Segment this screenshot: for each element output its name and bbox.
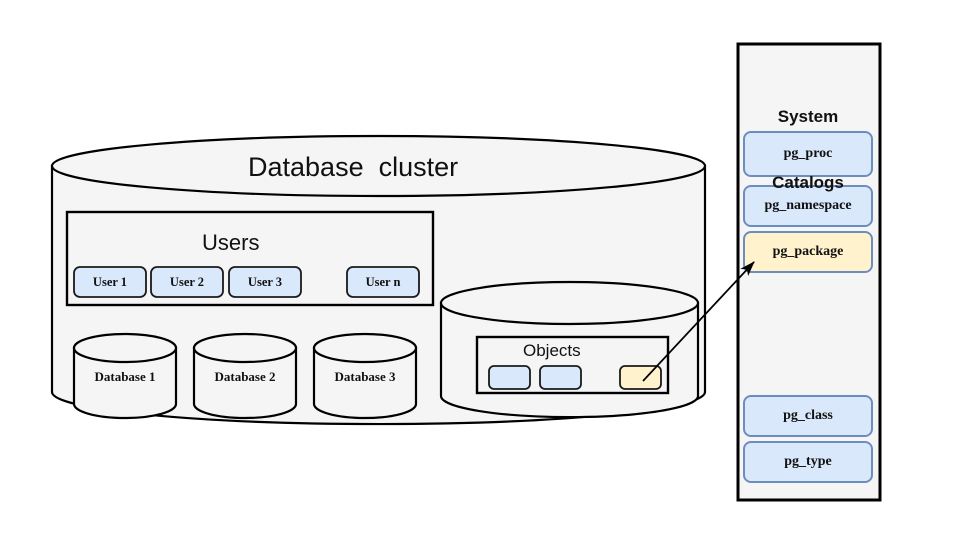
system-catalogs-title-line-2: Catalogs	[772, 173, 844, 192]
catalog-label-pg-package: pg_package	[772, 244, 844, 259]
database-3-label: Database 3	[334, 369, 396, 384]
catalog-box-pg-class[interactable]	[743, 395, 873, 437]
user-chip-2-label: User 2	[169, 275, 205, 289]
user-chip-1[interactable]	[73, 266, 147, 298]
user-chip-1-label: User 1	[92, 275, 128, 289]
user-chip-2[interactable]	[150, 266, 224, 298]
user-chip-n[interactable]	[346, 266, 420, 298]
user-chips	[73, 266, 420, 298]
system-catalogs-title-line-1: System	[777, 107, 839, 126]
cluster-title: Database cluster	[248, 152, 459, 182]
object-chip-2[interactable]	[539, 365, 582, 390]
object-chip-1[interactable]	[488, 365, 531, 390]
catalog-box-pg-package[interactable]	[743, 231, 873, 273]
database-2-label: Database 2	[214, 369, 276, 384]
catalog-label-pg-class: pg_class	[783, 408, 833, 423]
user-chip-n-label: User n	[365, 275, 401, 289]
user-chip-3[interactable]	[228, 266, 302, 298]
catalog-box-pg-namespace[interactable]	[743, 185, 873, 227]
catalog-box-pg-proc[interactable]	[743, 131, 873, 177]
database-cylinder-3[interactable]	[312, 332, 418, 420]
catalog-label-pg-namespace: pg_namespace	[764, 198, 852, 213]
connector-arrow-objects-to-pg-package	[642, 261, 755, 382]
database-1-label: Database 1	[94, 369, 156, 384]
catalog-label-pg-proc: pg_proc	[783, 146, 833, 161]
users-title: Users	[202, 230, 260, 255]
database-cylinder-1[interactable]	[72, 332, 178, 420]
system-catalogs-title: System Catalogs	[738, 62, 878, 238]
catalog-label-pg-type: pg_type	[784, 454, 832, 469]
object-chips	[488, 365, 662, 390]
objects-title: Objects	[523, 341, 581, 360]
catalog-box-pg-type[interactable]	[743, 441, 873, 483]
user-chip-3-label: User 3	[247, 275, 283, 289]
database-cylinder-2[interactable]	[192, 332, 298, 420]
